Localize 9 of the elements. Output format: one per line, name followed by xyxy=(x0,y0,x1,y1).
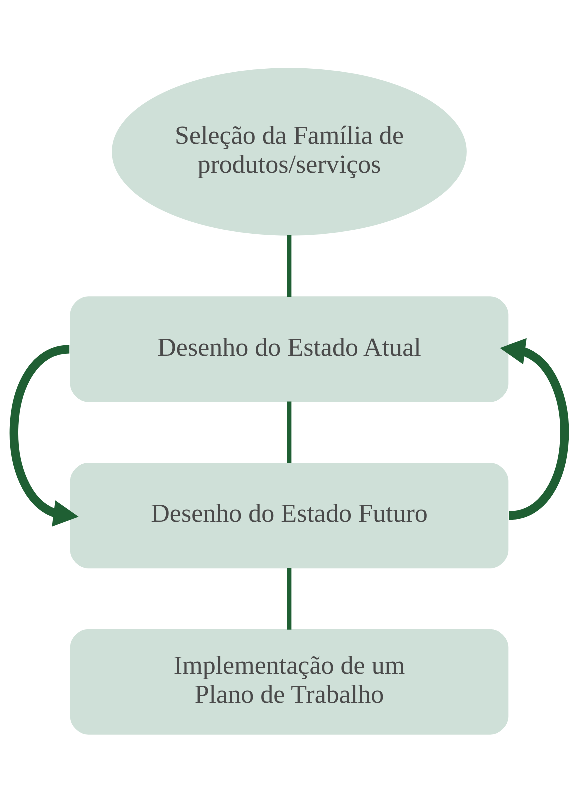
node-ellipse: Seleção da Família de produtos/serviços xyxy=(112,68,467,236)
node-box: Implementação de um Plano de Trabalho xyxy=(70,629,509,735)
connector xyxy=(287,568,292,630)
connector xyxy=(287,402,292,464)
node-box: Desenho do Estado Futuro xyxy=(70,462,509,569)
connector xyxy=(287,235,292,298)
node-box: Desenho do Estado Atual xyxy=(70,296,509,402)
arrow xyxy=(500,338,569,520)
arrow xyxy=(10,345,79,527)
